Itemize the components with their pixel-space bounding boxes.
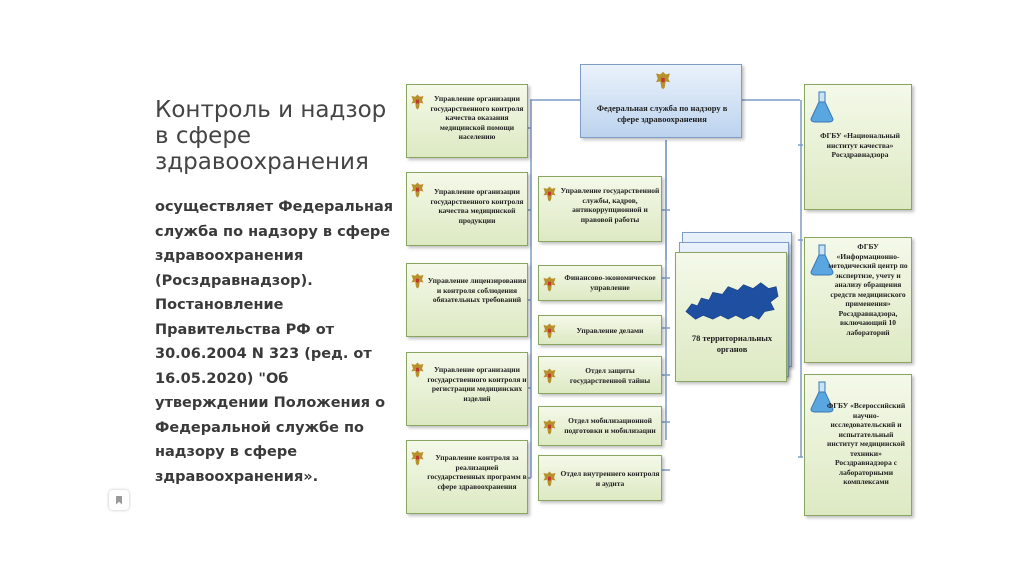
slide-title: Контроль и надзор в сфере здравоохранени… [155,97,387,175]
left-box-2-label: Управление организации государственного … [430,187,524,225]
right-box-2: ФГБУ «Информационно-методический центр п… [804,237,912,363]
federal-service-box: Федеральная служба по надзору в сфере зд… [580,64,742,138]
right-box-3-label: ФГБУ «Всероссийский научно-исследователь… [826,401,906,486]
left-box-2: Управление организации государственного … [406,172,528,246]
left-box-4: Управление организации государственного … [406,352,528,426]
middle-box-4-label: Отдел защиты государственной тайны [569,366,651,385]
middle-box-2: Финансово-экономическое управление [538,265,662,301]
coat-of-arms-icon [411,362,424,378]
right-box-1-label: ФГБУ «Национальный институт качества» Ро… [820,131,900,159]
coat-of-arms-icon [411,94,424,110]
coat-of-arms-icon [656,71,670,90]
middle-box-1-label: Управление государственной службы, кадро… [560,186,660,224]
connector-lines [528,99,803,479]
right-box-2-label: ФГБУ «Информационно-методический центр п… [828,242,908,337]
coat-of-arms-icon [543,323,556,339]
middle-box-1: Управление государственной службы, кадро… [538,176,662,242]
right-box-1: ФГБУ «Национальный институт качества» Ро… [804,84,912,210]
flask-icon [810,244,834,276]
coat-of-arms-icon [543,368,556,384]
middle-box-4: Отдел защиты государственной тайны [538,356,662,394]
federal-service-label: Федеральная служба по надзору в сфере зд… [596,103,728,124]
middle-box-6: Отдел внутреннего контроля и аудита [538,455,662,501]
middle-box-3: Управление делами [538,315,662,345]
left-box-5-label: Управление контроля за реализацией госуд… [427,453,527,491]
coat-of-arms-icon [543,471,556,487]
coat-of-arms-icon [543,276,556,292]
bookmark-icon [116,495,122,505]
coat-of-arms-icon [543,419,556,435]
left-box-3-label: Управление лицензирования и контроля соб… [427,276,527,304]
middle-box-5-label: Отдел мобилизационной подготовки и мобил… [564,416,656,435]
slide-body-text: осуществляет Федеральная служба по надзо… [155,199,394,485]
org-chart: Федеральная служба по надзору в сфере зд… [400,60,920,520]
territorial-label: 78 территориальных органов [691,333,773,354]
left-box-4-label: Управление организации государственного … [427,365,527,403]
left-box-1: Управление организации государственного … [406,84,528,158]
left-box-5: Управление контроля за реализацией госуд… [406,440,528,514]
russia-map-icon [685,282,779,320]
right-box-3: ФГБУ «Всероссийский научно-исследователь… [804,374,912,516]
left-box-3: Управление лицензирования и контроля соб… [406,263,528,337]
bookmark-button[interactable] [109,490,129,510]
left-box-1-label: Управление организации государственного … [430,94,524,141]
middle-box-6-label: Отдел внутреннего контроля и аудита [560,469,660,488]
middle-box-3-label: Управление делами [576,326,644,335]
coat-of-arms-icon [411,273,424,289]
coat-of-arms-icon [543,186,556,202]
coat-of-arms-icon [411,182,424,198]
flask-icon [810,381,834,413]
middle-box-2-label: Финансово-экономическое управление [564,273,656,292]
middle-box-5: Отдел мобилизационной подготовки и мобил… [538,406,662,446]
coat-of-arms-icon [411,450,424,466]
territorial-box: 78 территориальных органов [675,252,787,382]
flask-icon [810,91,834,123]
